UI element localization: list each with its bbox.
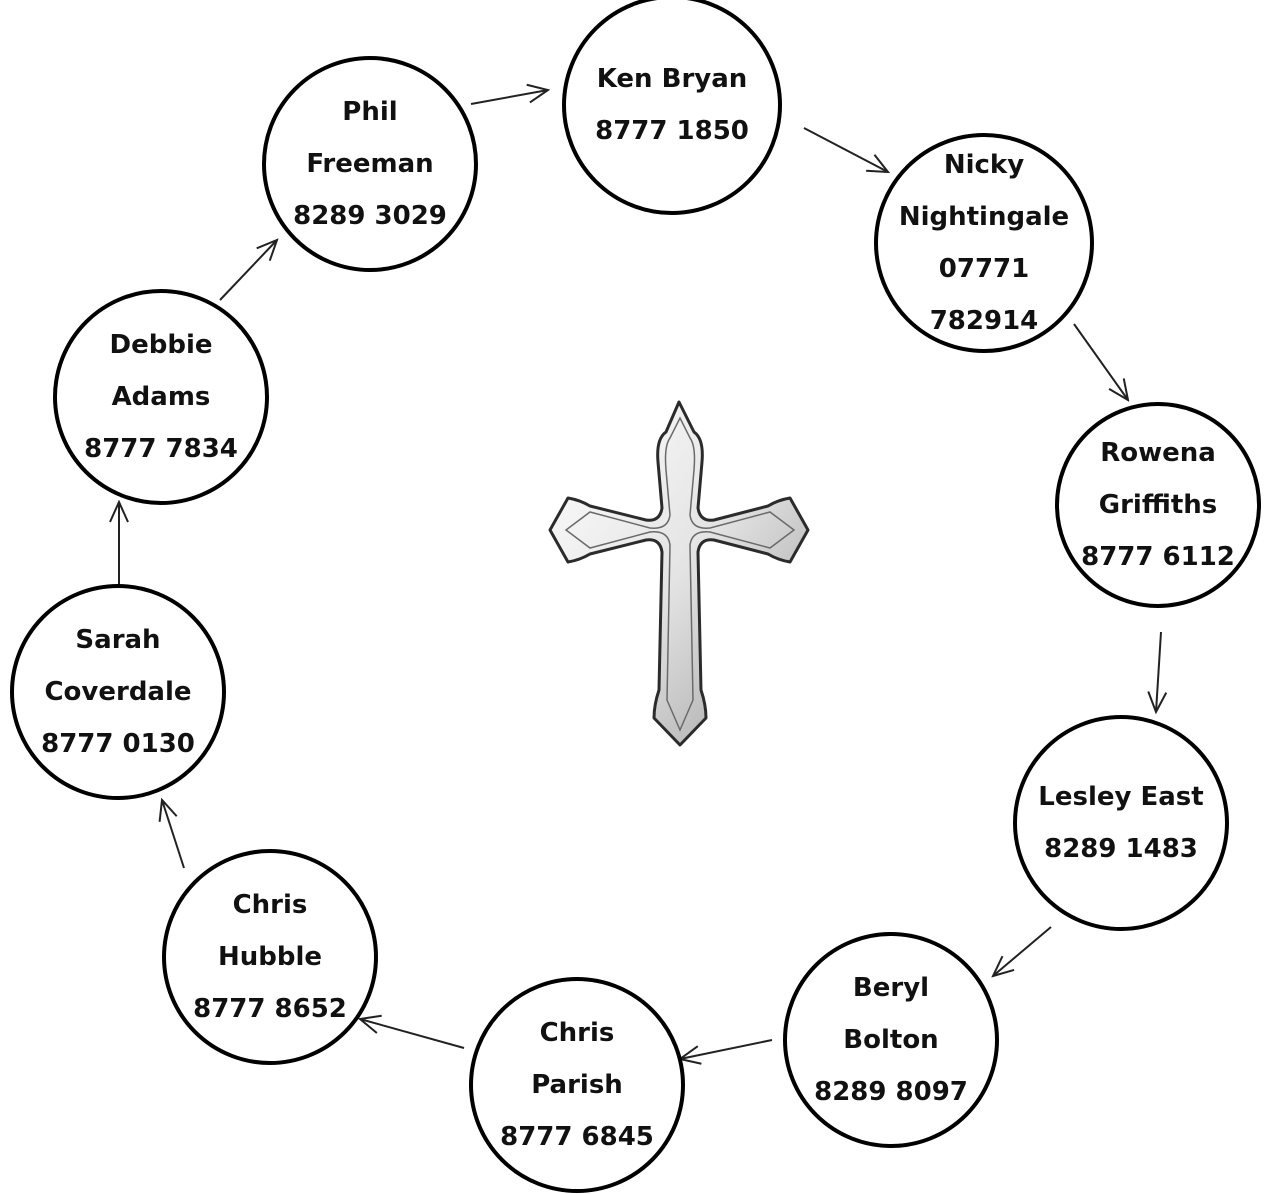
node-text-line: Griffiths	[1059, 479, 1257, 531]
node-text-line: Hubble	[166, 931, 374, 983]
node-text-line: Nightingale	[878, 191, 1090, 243]
node-text-line: 8777 6112	[1059, 531, 1257, 583]
node-text-line: 8777 8652	[166, 983, 374, 1035]
node-text-line: Beryl	[787, 962, 995, 1014]
node-text-line: Sarah	[14, 614, 222, 666]
node-text-line: Adams	[57, 371, 265, 423]
node-text-line: Nicky	[878, 139, 1090, 191]
node-text-line: 8777 6845	[473, 1111, 681, 1163]
node-text-line: Debbie	[57, 319, 265, 371]
node-text-line: Parish	[473, 1059, 681, 1111]
node-text-line: 782914	[878, 295, 1090, 347]
node-text-line: Phil	[266, 86, 474, 138]
node-text-line: 8777 1850	[566, 105, 778, 157]
node-text-line: Coverdale	[14, 666, 222, 718]
node-text-line: 07771	[878, 243, 1090, 295]
node-text-line: Lesley East	[1017, 771, 1225, 823]
node-text-line: Ken Bryan	[566, 53, 778, 105]
node-text-line: 8777 7834	[57, 423, 265, 475]
node-text-line: Chris	[166, 879, 374, 931]
node-text-line: 8289 8097	[787, 1066, 995, 1118]
node-text-line: Bolton	[787, 1014, 995, 1066]
node-text-line: 8777 0130	[14, 718, 222, 770]
node-text-line: Freeman	[266, 138, 474, 190]
node-text-line: 8289 1483	[1017, 823, 1225, 875]
node-text-line: Chris	[473, 1007, 681, 1059]
node-text-line: Rowena	[1059, 427, 1257, 479]
node-text-line: 8289 3029	[266, 190, 474, 242]
